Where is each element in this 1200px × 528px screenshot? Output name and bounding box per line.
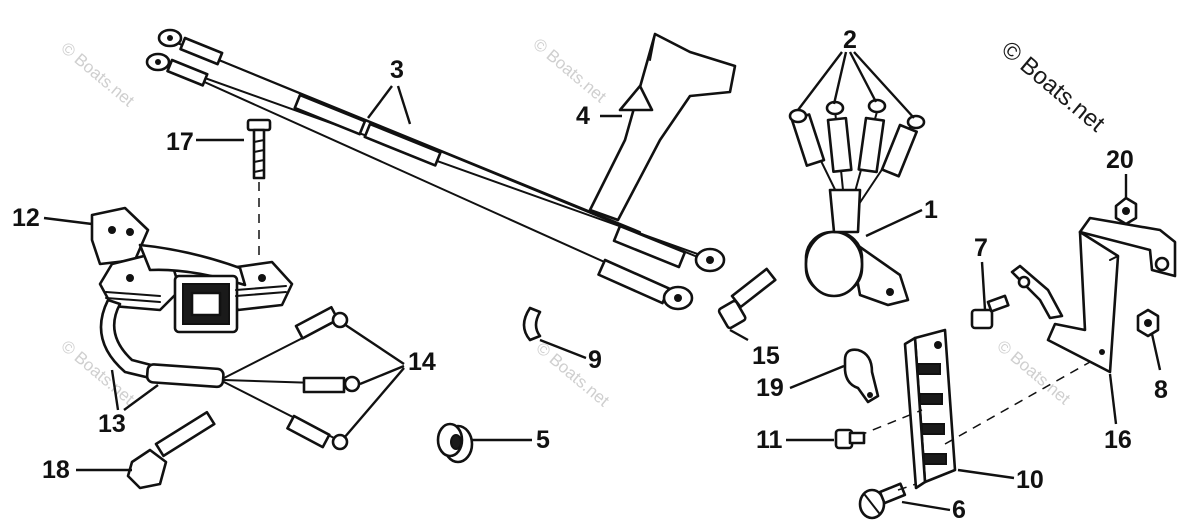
part-6-screw bbox=[858, 482, 917, 520]
callout-7: 7 bbox=[974, 234, 988, 262]
callout-20: 20 bbox=[1106, 146, 1134, 174]
part-3-wire-harness bbox=[145, 28, 726, 311]
callout-12: 12 bbox=[12, 204, 40, 232]
part-1-solenoid bbox=[804, 188, 910, 307]
callout-19: 19 bbox=[756, 374, 784, 402]
part-10-terminal-block bbox=[857, 328, 1091, 490]
part-17-screw bbox=[246, 118, 272, 262]
callout-1: 1 bbox=[924, 196, 938, 224]
callout-17: 17 bbox=[166, 128, 194, 156]
part-20-nut bbox=[1114, 196, 1138, 226]
callout-9: 9 bbox=[588, 346, 602, 374]
callout-10: 10 bbox=[1016, 466, 1044, 494]
callout-5: 5 bbox=[536, 426, 550, 454]
callout-15: 15 bbox=[752, 342, 780, 370]
callout-6: 6 bbox=[952, 496, 966, 524]
part-5-grommet bbox=[436, 422, 474, 464]
part-4-cover bbox=[588, 32, 737, 222]
part-13-cable bbox=[99, 298, 225, 389]
callout-18: 18 bbox=[42, 456, 70, 484]
part-11-screw bbox=[834, 428, 866, 450]
callout-13: 13 bbox=[98, 410, 126, 438]
part-16-bracket bbox=[1010, 216, 1177, 374]
callout-labels: 3 4 2 1 17 12 13 14 18 9 5 15 19 11 10 6… bbox=[12, 26, 1168, 524]
part-19-clamp bbox=[843, 348, 880, 404]
part-7-screw bbox=[970, 294, 1010, 330]
callout-8: 8 bbox=[1154, 376, 1168, 404]
part-8-nut bbox=[1136, 308, 1160, 338]
part-15-bolt bbox=[717, 267, 777, 330]
leader-lines bbox=[43, 51, 1162, 512]
callout-16: 16 bbox=[1104, 426, 1132, 454]
watermark-faint: © Boats.net bbox=[57, 39, 138, 111]
callout-3: 3 bbox=[390, 56, 404, 84]
part-9-clip bbox=[522, 306, 542, 342]
part-18-bolt bbox=[126, 410, 216, 490]
part-2-leads bbox=[788, 98, 926, 211]
watermark-faint: © Boats.net bbox=[529, 35, 610, 107]
callout-14: 14 bbox=[408, 348, 436, 376]
part-14-leads bbox=[223, 305, 361, 451]
callout-11: 11 bbox=[756, 426, 783, 454]
part-12-stator bbox=[90, 206, 294, 334]
callout-2: 2 bbox=[843, 26, 857, 54]
watermark-main: © Boats.net bbox=[996, 36, 1110, 138]
callout-4: 4 bbox=[576, 102, 590, 130]
